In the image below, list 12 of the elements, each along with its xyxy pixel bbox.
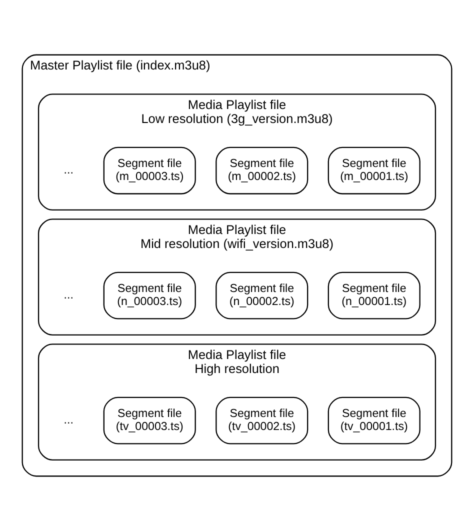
node-box: Segment file (n_00003.ts) [103, 272, 196, 320]
node-box: Segment file (m_00002.ts) [216, 146, 308, 194]
node-box: Segment file (tv_00002.ts) [216, 396, 308, 444]
node-box: Segment file (m_00001.ts) [328, 146, 420, 194]
label: ... [64, 289, 74, 302]
node-box: Segment file (n_00001.ts) [328, 272, 420, 320]
label: ... [64, 414, 74, 426]
node-box: Segment file (tv_00003.ts) [103, 396, 196, 444]
node-box: Segment file (n_00002.ts) [216, 272, 308, 320]
node-box: Segment file (m_00003.ts) [103, 146, 196, 194]
label: ... [64, 164, 74, 176]
node-box: Segment file (tv_00001.ts) [328, 396, 420, 444]
